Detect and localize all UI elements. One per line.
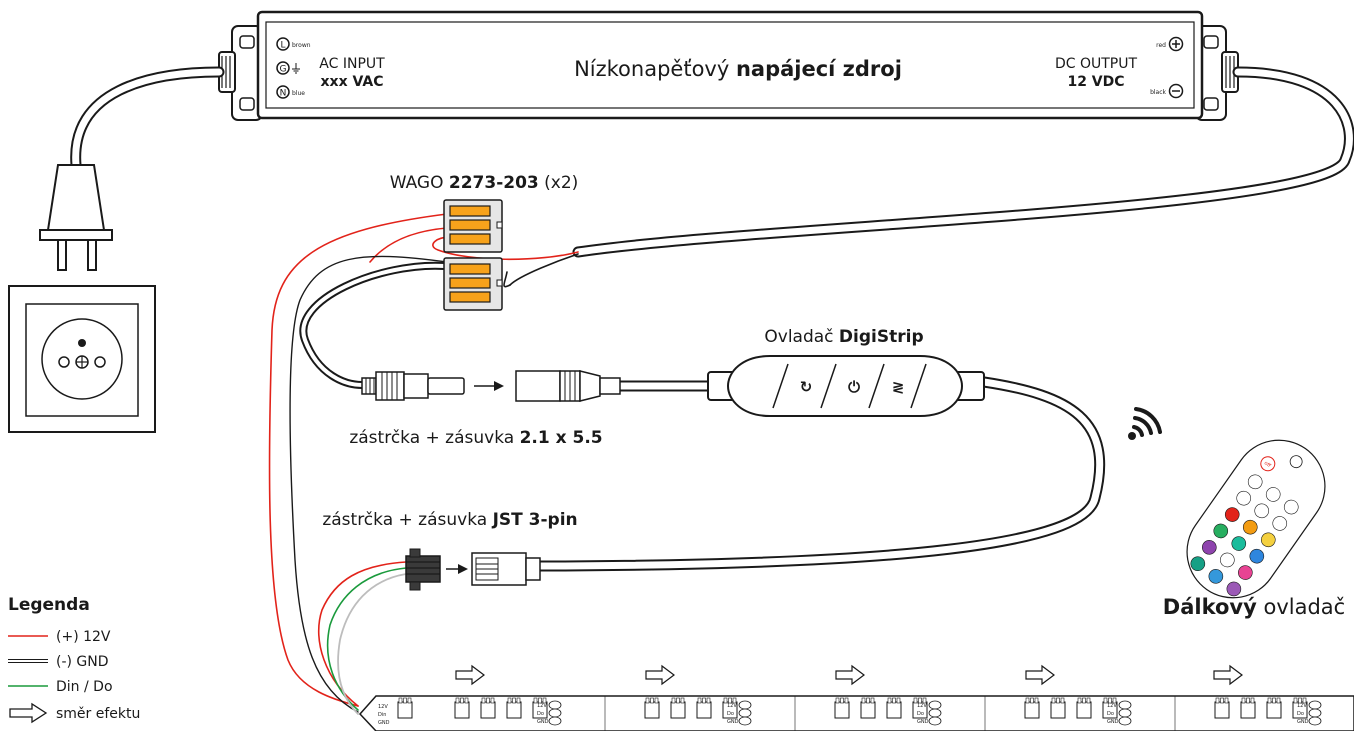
strip-segment-label: Do: [537, 711, 544, 717]
remote-button: [1247, 474, 1263, 490]
strip-pad-din: Din: [378, 712, 386, 718]
strip-segment-label: GND: [537, 719, 549, 725]
direction-arrow-icon: [645, 664, 675, 686]
remote-button: [1260, 532, 1276, 548]
direction-arrow-icon: [835, 664, 865, 686]
wago-label: WAGO 2273-203 (x2): [390, 173, 579, 193]
legend-item-gnd: (-) GND: [56, 654, 109, 670]
wifi-signal-icon: [1128, 407, 1162, 440]
remote-button: [1289, 455, 1303, 469]
strip-segment-label: 12V: [1107, 703, 1117, 709]
legend-item-direction: směr efektu: [56, 706, 140, 722]
direction-arrow-icon: [1213, 664, 1243, 686]
strip-segment-label: 12V: [537, 703, 547, 709]
strip-segment-label: GND: [917, 719, 929, 725]
strip-segment-label: Do: [1107, 711, 1114, 717]
jst-plug: [405, 548, 441, 591]
wago-connector-bottom: [443, 257, 503, 311]
dc-socket: [515, 370, 621, 402]
remote-off-button: [1260, 456, 1276, 472]
ac-input-value: xxx VAC: [321, 74, 384, 90]
strip-segment-label: GND: [1107, 719, 1119, 725]
wago-connector-top: [443, 199, 503, 253]
remote-button: [1249, 548, 1265, 564]
strip-segment-label: Do: [1297, 711, 1304, 717]
remote-off-label: off: [1263, 460, 1272, 469]
remote-button: [1190, 556, 1206, 572]
strip-segment-label: 12V: [1297, 703, 1307, 709]
remote-button: [1283, 499, 1299, 515]
dc-connector-label: zástrčka + zásuvka 2.1 x 5.5: [349, 428, 602, 448]
remote-button: [1213, 523, 1229, 539]
direction-arrow-icon: [9, 702, 48, 724]
psu-title: Nízkonapěťový napájecí zdroj: [574, 57, 902, 81]
wall-socket-icon: [8, 285, 156, 433]
jst-connector-label: zástrčka + zásuvka JST 3-pin: [322, 510, 577, 530]
mode-icon: ↻: [800, 378, 813, 396]
strip-segment: [397, 697, 413, 719]
strip-segment-label: 12V: [727, 703, 737, 709]
controller-label: Ovladač DigiStrip: [764, 327, 923, 347]
wire-brown-label: brown: [292, 42, 311, 49]
ac-input-label: AC INPUT: [319, 56, 385, 72]
remote-button: [1224, 507, 1240, 522]
remote-control-icon: off: [1186, 439, 1326, 599]
strip-segment-label: Do: [727, 711, 734, 717]
strip-pad-12v: 12V: [378, 704, 388, 710]
remote-button: [1254, 503, 1270, 519]
power-icon: ⏻: [848, 378, 860, 396]
speed-icon: ≷: [892, 378, 905, 396]
legend: Legenda (+) 12V (-) GND Din / Do směr ef…: [8, 595, 140, 724]
remote-button: [1242, 519, 1258, 535]
direction-arrow-icon: [455, 664, 485, 686]
remote-label: Dálkový ovladač: [1163, 595, 1345, 619]
power-plug-icon: [39, 164, 113, 271]
terminal-g-label: G: [280, 65, 287, 75]
plus-terminal-icon: [1168, 36, 1184, 52]
terminal-n-label: N: [280, 89, 287, 99]
remote-button: [1208, 569, 1224, 584]
strip-pad-gnd: GND: [378, 720, 390, 726]
remote-button: [1265, 487, 1281, 502]
remote-button: [1272, 516, 1288, 531]
strip-segment-label: GND: [727, 719, 739, 725]
remote-button: [1236, 490, 1252, 506]
ground-icon: [292, 63, 300, 74]
dc-output-value: 12 VDC: [1067, 74, 1124, 90]
legend-item-12v: (+) 12V: [56, 629, 111, 645]
strip-segment-label: GND: [1297, 719, 1309, 725]
legend-title: Legenda: [8, 595, 90, 615]
remote-button: [1201, 540, 1217, 555]
digistrip-controller: ↻ ⏻ ≷: [707, 355, 985, 417]
dc-plug: [361, 371, 465, 401]
remote-button: [1231, 536, 1247, 551]
power-supply: L brown G N blue AC INPUT xxx VAC Nízkon…: [218, 10, 1239, 121]
dc-output-label: DC OUTPUT: [1055, 56, 1138, 72]
remote-button: [1220, 552, 1235, 568]
minus-terminal-icon: [1168, 83, 1184, 99]
jst-socket: [471, 552, 541, 586]
wire-black-label: black: [1150, 89, 1166, 96]
remote-button: [1238, 565, 1253, 580]
direction-arrow-icon: [1025, 664, 1055, 686]
strip-segment-label: 12V: [917, 703, 927, 709]
direction-arrow-icon: [474, 381, 504, 391]
strip-segment-label: Do: [917, 711, 924, 717]
wire-blue-label: blue: [292, 90, 305, 97]
wire-red-label: red: [1156, 42, 1166, 49]
remote-button: [1226, 581, 1242, 597]
legend-item-data: Din / Do: [56, 679, 113, 695]
terminal-l-label: L: [280, 41, 285, 51]
direction-arrow-icon: [446, 564, 468, 574]
